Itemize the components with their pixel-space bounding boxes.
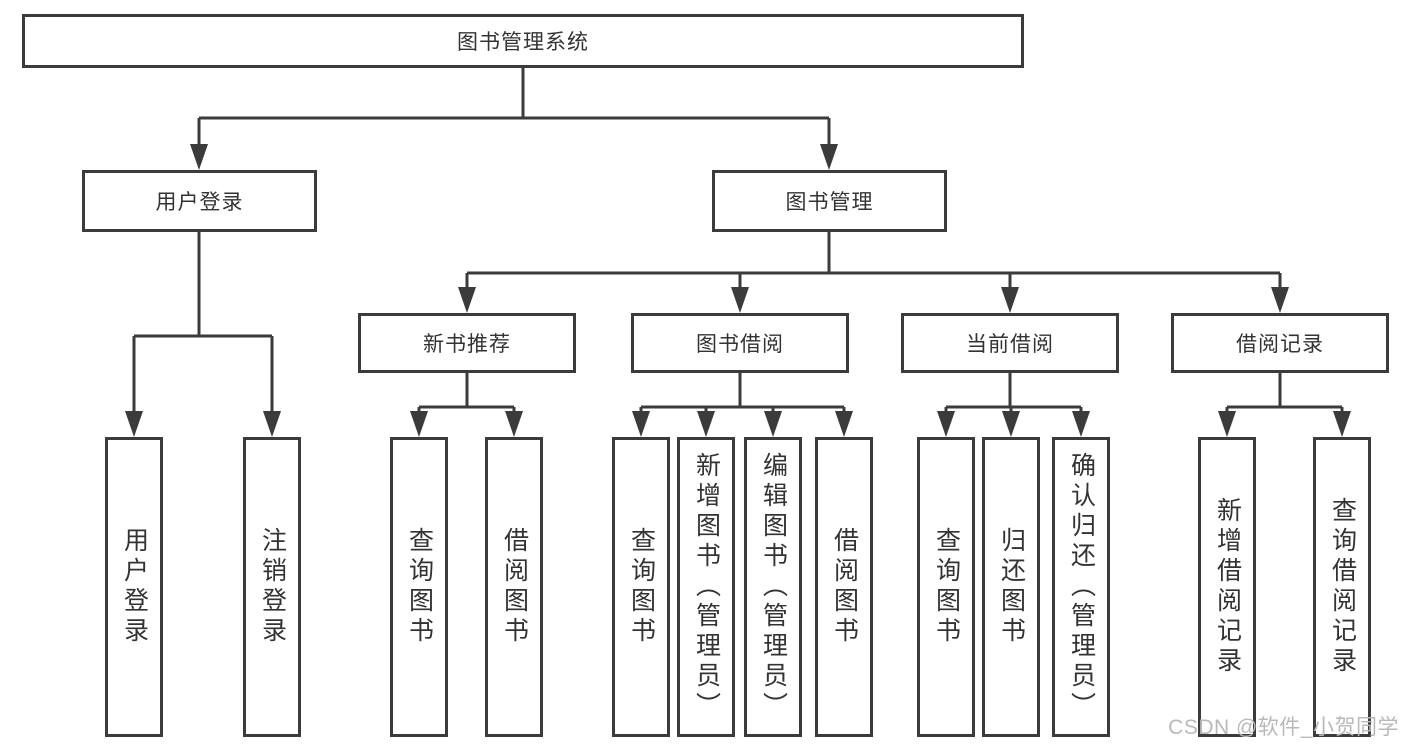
node-label: 查询图书 — [627, 527, 656, 647]
leaf-add-borrow-record: 新增借阅记录 — [1198, 437, 1256, 737]
node-label: 借阅图书 — [500, 527, 529, 647]
node-new-book-recommend: 新书推荐 — [358, 313, 576, 373]
leaf-confirm-return-admin: 确认归还（管理员） — [1052, 437, 1110, 737]
node-label: 借阅记录 — [1236, 333, 1324, 356]
node-label: 查询借阅记录 — [1328, 497, 1357, 677]
node-label: 编辑图书（管理员） — [759, 452, 788, 722]
node-root-library-system: 图书管理系统 — [22, 14, 1024, 68]
leaf-add-book-admin: 新增图书（管理员） — [677, 437, 735, 737]
leaf-user-login: 用户登录 — [105, 437, 163, 737]
node-label: 用户登录 — [120, 527, 149, 647]
leaf-query-books-borrowing: 查询图书 — [612, 437, 670, 737]
leaf-logout: 注销登录 — [243, 437, 301, 737]
node-label: 图书管理系统 — [457, 31, 589, 54]
leaf-query-borrow-record: 查询借阅记录 — [1313, 437, 1371, 737]
node-label: 确认归还（管理员） — [1067, 452, 1096, 722]
arrowheads — [125, 144, 1351, 437]
leaf-borrow-books-recommend: 借阅图书 — [485, 437, 543, 737]
node-borrowing-records: 借阅记录 — [1171, 313, 1389, 373]
node-label: 图书借阅 — [696, 333, 784, 356]
node-current-borrowing: 当前借阅 — [901, 313, 1119, 373]
csdn-watermark: CSDN @软件_小贺同学 — [1168, 716, 1399, 739]
node-label: 查询图书 — [932, 527, 961, 647]
node-label: 借阅图书 — [830, 527, 859, 647]
node-user-login-module: 用户登录 — [82, 170, 317, 232]
node-label: 注销登录 — [258, 527, 287, 647]
node-label: 查询图书 — [405, 527, 434, 647]
leaf-edit-book-admin: 编辑图书（管理员） — [744, 437, 802, 737]
node-label: 新增图书（管理员） — [692, 452, 721, 722]
node-label: 当前借阅 — [966, 333, 1054, 356]
leaf-query-books-current: 查询图书 — [917, 437, 975, 737]
node-label: 新增借阅记录 — [1213, 497, 1242, 677]
node-label: 用户登录 — [155, 191, 244, 214]
leaf-query-books-recommend: 查询图书 — [390, 437, 448, 737]
node-label: 新书推荐 — [423, 333, 511, 356]
leaf-borrow-books-borrowing: 借阅图书 — [815, 437, 873, 737]
node-book-management-module: 图书管理 — [712, 170, 947, 232]
leaf-return-book: 归还图书 — [982, 437, 1040, 737]
node-label: 归还图书 — [997, 527, 1026, 647]
node-book-borrowing: 图书借阅 — [631, 313, 849, 373]
node-label: 图书管理 — [785, 191, 874, 214]
